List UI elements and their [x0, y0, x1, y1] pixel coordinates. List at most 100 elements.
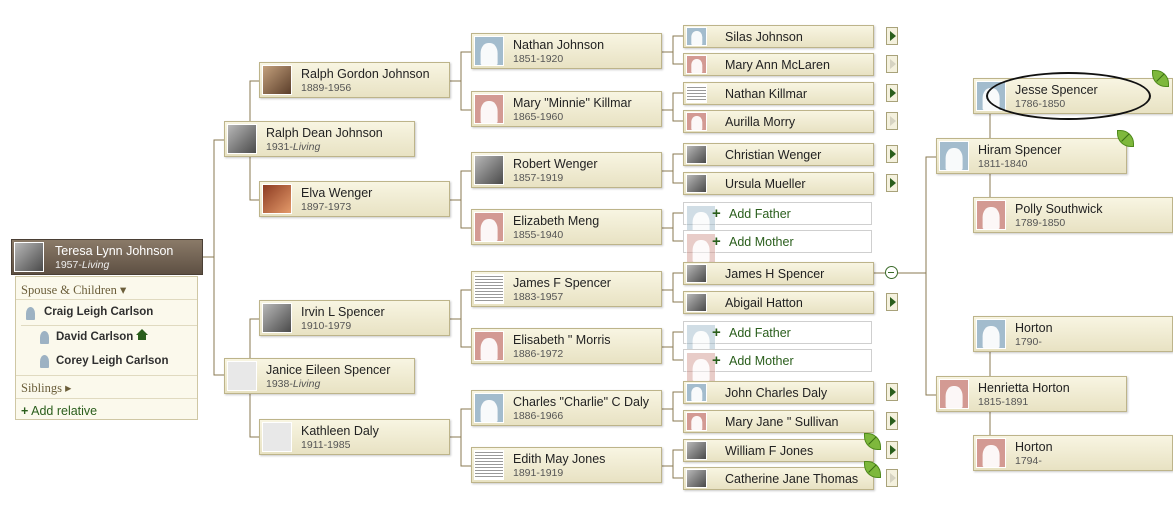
- person-name: Janice Eileen Spencer: [266, 363, 391, 377]
- person-name: Elizabeth Meng: [513, 214, 600, 228]
- female-silhouette-icon: [686, 352, 716, 382]
- male-silhouette-icon: [686, 27, 707, 46]
- add-father-button[interactable]: + Add Father: [683, 202, 872, 235]
- person-name: James H Spencer: [725, 267, 825, 281]
- person-card[interactable]: Christian Wenger: [683, 143, 874, 166]
- plus-icon: +: [712, 233, 721, 250]
- person-card[interactable]: William F Jones: [683, 439, 874, 462]
- person-photo: [14, 242, 44, 272]
- child-item[interactable]: David Carlson: [56, 331, 134, 343]
- person-name: Christian Wenger: [725, 148, 822, 162]
- person-card[interactable]: Mary Ann McLaren: [683, 53, 874, 76]
- person-card[interactable]: Elva Wenger 1897-1973: [259, 181, 450, 217]
- person-photo: [686, 174, 707, 193]
- person-card[interactable]: Mary "Minnie" Killmar 1865-1960: [471, 91, 662, 127]
- person-dates: 1931-Living: [266, 141, 321, 153]
- add-father-button[interactable]: + Add Father: [683, 321, 872, 354]
- person-card[interactable]: Abigail Hatton: [683, 291, 874, 314]
- person-dates: 1811-1840: [978, 158, 1028, 170]
- child-item[interactable]: Corey Leigh Carlson: [56, 355, 169, 367]
- add-mother-button[interactable]: + Add Mother: [683, 230, 872, 263]
- person-card[interactable]: Nathan Johnson 1851-1920: [471, 33, 662, 69]
- expand-arrow-icon[interactable]: [886, 55, 898, 73]
- expand-arrow-icon[interactable]: [886, 145, 898, 163]
- spouse-children-toggle[interactable]: Spouse & Children ▾: [21, 283, 127, 297]
- plus-icon: +: [21, 404, 29, 418]
- siblings-toggle[interactable]: Siblings ▸: [21, 381, 72, 395]
- person-name: John Charles Daly: [725, 386, 828, 400]
- female-silhouette-icon: [686, 412, 707, 431]
- person-name: Elisabeth " Morris: [513, 333, 611, 347]
- person-card[interactable]: Ralph Dean Johnson 1931-Living: [224, 121, 415, 157]
- person-card[interactable]: Nathan Killmar: [683, 82, 874, 105]
- add-father-label: Add Father: [729, 207, 791, 221]
- person-card[interactable]: Charles "Charlie" C Daly 1886-1966: [471, 390, 662, 426]
- person-dates: 1794-: [1015, 455, 1042, 467]
- person-dates: 1938-Living: [266, 378, 321, 390]
- child-item[interactable]: Craig Leigh Carlson: [44, 306, 154, 318]
- person-card[interactable]: Catherine Jane Thomas: [683, 467, 874, 490]
- person-name: James F Spencer: [513, 276, 611, 290]
- divider: [21, 325, 197, 326]
- person-photo: [262, 303, 292, 333]
- person-card[interactable]: Horton 1790-: [973, 316, 1173, 352]
- expand-arrow-icon[interactable]: [886, 412, 898, 430]
- add-relative-link[interactable]: + Add relative: [21, 404, 98, 418]
- person-card[interactable]: James F Spencer 1883-1957: [471, 271, 662, 307]
- female-silhouette-icon: [474, 331, 504, 361]
- male-silhouette-icon: [939, 141, 969, 171]
- expand-arrow-icon[interactable]: [886, 469, 898, 487]
- add-mother-button[interactable]: + Add Mother: [683, 349, 872, 382]
- person-card[interactable]: Janice Eileen Spencer 1938-Living: [224, 358, 415, 394]
- person-card[interactable]: James H Spencer: [683, 262, 874, 285]
- person-name: Catherine Jane Thomas: [725, 472, 859, 486]
- expand-arrow-icon[interactable]: [886, 84, 898, 102]
- person-name: Aurilla Morry: [725, 115, 796, 129]
- person-card[interactable]: Henrietta Horton 1815-1891: [936, 376, 1127, 412]
- expand-arrow-icon[interactable]: [886, 383, 898, 401]
- person-dates: 1857-1919: [513, 172, 564, 184]
- expand-arrow-icon[interactable]: [886, 441, 898, 459]
- person-name: Kathleen Daly: [301, 424, 379, 438]
- female-silhouette-icon: [474, 212, 504, 242]
- person-name: Elva Wenger: [301, 186, 373, 200]
- male-silhouette-icon: [474, 36, 504, 66]
- person-card[interactable]: Irvin L Spencer 1910-1979: [259, 300, 450, 336]
- divider: [16, 398, 197, 399]
- person-card[interactable]: Hiram Spencer 1811-1840: [936, 138, 1127, 174]
- person-dates: 1891-1919: [513, 467, 564, 479]
- person-card[interactable]: Kathleen Daly 1911-1985: [259, 419, 450, 455]
- person-name: Mary "Minnie" Killmar: [513, 96, 632, 110]
- person-name: Abigail Hatton: [725, 296, 803, 310]
- person-card[interactable]: Polly Southwick 1789-1850: [973, 197, 1173, 233]
- person-dates: 1957-Living: [55, 259, 110, 271]
- person-name: Charles "Charlie" C Daly: [513, 395, 649, 409]
- person-card[interactable]: Edith May Jones 1891-1919: [471, 447, 662, 483]
- person-photo: [474, 274, 504, 304]
- expand-arrow-icon[interactable]: [886, 27, 898, 45]
- female-silhouette-icon: [976, 438, 1006, 468]
- person-card[interactable]: Elisabeth " Morris 1886-1972: [471, 328, 662, 364]
- expand-arrow-icon[interactable]: [886, 174, 898, 192]
- person-dates: 1790-: [1015, 336, 1042, 348]
- person-dates: 1897-1973: [301, 201, 352, 213]
- person-card[interactable]: Ursula Mueller: [683, 172, 874, 195]
- plus-icon: +: [712, 205, 721, 222]
- root-person-card[interactable]: Teresa Lynn Johnson 1957-Living: [11, 239, 203, 275]
- person-photo: [686, 293, 707, 312]
- expand-arrow-icon[interactable]: [886, 112, 898, 130]
- person-name: Polly Southwick: [1015, 202, 1103, 216]
- person-card[interactable]: Ralph Gordon Johnson 1889-1956: [259, 62, 450, 98]
- person-card[interactable]: Horton 1794-: [973, 435, 1173, 471]
- collapse-icon[interactable]: [885, 266, 898, 279]
- person-card[interactable]: Elizabeth Meng 1855-1940: [471, 209, 662, 245]
- family-panel: Spouse & Children ▾ Craig Leigh Carlson …: [15, 276, 198, 420]
- person-card[interactable]: John Charles Daly: [683, 381, 874, 404]
- person-card[interactable]: Robert Wenger 1857-1919: [471, 152, 662, 188]
- person-card[interactable]: Aurilla Morry: [683, 110, 874, 133]
- expand-arrow-icon[interactable]: [886, 293, 898, 311]
- person-card[interactable]: Silas Johnson: [683, 25, 874, 48]
- person-card[interactable]: Mary Jane " Sullivan: [683, 410, 874, 433]
- person-photo: [474, 155, 504, 185]
